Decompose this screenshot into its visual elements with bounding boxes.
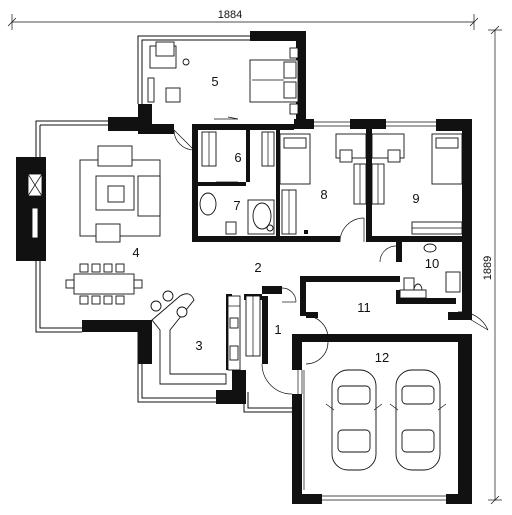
bedroom-5-furniture: [147, 41, 299, 120]
bathroom-7-furniture: [199, 189, 297, 235]
height-dimension-label: 1889: [482, 256, 494, 280]
dimension-top: 1884: [7, 9, 479, 30]
room-label-2: 2: [254, 260, 261, 275]
room-label-1: 1: [274, 322, 281, 337]
room-label-12: 12: [375, 350, 389, 365]
room-labels: 1 2 3 4 5 6 7 8 9 10 11 12: [132, 74, 439, 365]
room-label-3: 3: [195, 338, 202, 353]
room-label-9: 9: [412, 191, 419, 206]
bedroom-8-furniture: [279, 133, 367, 234]
room-label-8: 8: [320, 187, 327, 202]
width-dimension-label: 1884: [218, 9, 242, 21]
bedroom-9-furniture: [371, 133, 463, 235]
dimension-right: 1889: [482, 25, 502, 505]
living-room-4-furniture: [27, 145, 161, 305]
kitchen-3-furniture: [150, 290, 261, 385]
car-right-icon: [389, 369, 447, 471]
doors: [173, 129, 489, 395]
closet-6-furniture: [201, 131, 275, 183]
room-label-6: 6: [234, 150, 241, 165]
garage-12-cars: [325, 369, 447, 471]
car-left-icon: [325, 369, 383, 471]
room-label-5: 5: [211, 74, 218, 89]
windows: [297, 121, 467, 501]
wc-10-furniture: [399, 243, 461, 299]
room-label-4: 4: [132, 245, 139, 260]
room-label-10: 10: [425, 256, 439, 271]
room-label-11: 11: [357, 300, 371, 315]
room-label-7: 7: [233, 198, 240, 213]
